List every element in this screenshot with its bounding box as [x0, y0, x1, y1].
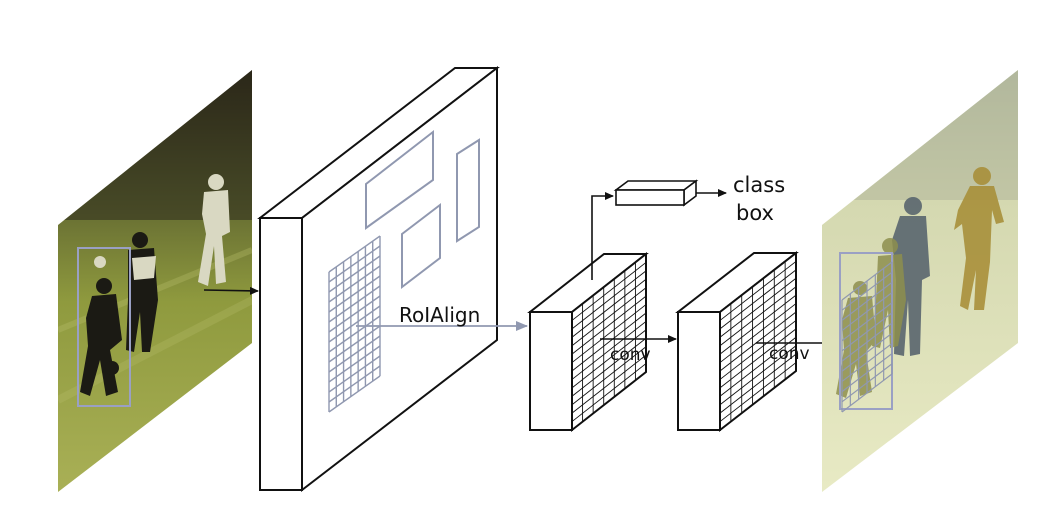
- grid-line: [719, 328, 797, 389]
- grid-line: [841, 281, 893, 321]
- roialign-label: RoIAlign: [399, 303, 480, 327]
- mask-player-3: [836, 238, 906, 398]
- grid-line: [328, 365, 381, 403]
- input-to-backbone-arrow: [203, 286, 259, 295]
- grid-line: [719, 320, 797, 380]
- grid-line: [571, 253, 647, 313]
- class-box-head: [613, 179, 699, 207]
- grid-line: [841, 271, 893, 311]
- branch-to-head-arrow: [591, 192, 614, 280]
- conv-1-label: conv: [610, 345, 651, 365]
- grid-line: [719, 261, 797, 321]
- grid-line: [719, 252, 797, 313]
- grid-line: [571, 262, 647, 321]
- backbone-feature-map: [257, 65, 500, 493]
- grid-line: [841, 342, 893, 382]
- grid-line: [719, 345, 797, 406]
- class-label: class: [733, 173, 785, 197]
- output-roi-grid: [841, 261, 893, 413]
- grid-line: [328, 355, 381, 393]
- grid-line: [571, 321, 647, 380]
- grid-line: [719, 277, 797, 338]
- grid-line: [719, 353, 797, 414]
- grid-line: [841, 322, 893, 362]
- block-1-grid: [571, 253, 647, 431]
- grid-line: [328, 295, 381, 333]
- grid-line: [571, 363, 647, 422]
- block-2-grid: [719, 252, 797, 431]
- grid-line: [719, 286, 797, 347]
- grid-line: [328, 235, 381, 273]
- grid-line: [571, 270, 647, 330]
- roi-feature-grid: [328, 235, 381, 413]
- input-image: [58, 70, 252, 492]
- grid-line: [841, 292, 893, 332]
- grid-line: [328, 275, 381, 313]
- grid-line: [571, 278, 647, 338]
- roi-proposals: [365, 129, 480, 290]
- grid-line: [328, 335, 381, 373]
- grid-line: [719, 370, 797, 431]
- grid-line: [719, 336, 797, 397]
- grid-line: [328, 315, 381, 353]
- grid-line: [571, 304, 647, 363]
- grid-line: [841, 302, 893, 342]
- grid-line: [328, 325, 381, 363]
- grid-line: [328, 345, 381, 383]
- grid-line: [719, 311, 797, 372]
- grid-line: [841, 332, 893, 372]
- grid-line: [571, 371, 647, 431]
- grid-line: [719, 269, 797, 330]
- grid-line: [328, 375, 381, 413]
- grid-line: [328, 255, 381, 293]
- grid-line: [571, 346, 647, 406]
- grid-line: [719, 303, 797, 363]
- output-image: [822, 70, 1018, 492]
- grid-line: [571, 287, 647, 347]
- grid-line: [719, 294, 797, 355]
- grid-line: [841, 353, 893, 393]
- grid-line: [571, 354, 647, 414]
- grid-line: [841, 312, 893, 352]
- grid-line: [328, 305, 381, 343]
- grid-line: [571, 312, 647, 372]
- grid-line: [841, 373, 893, 413]
- grid-line: [841, 363, 893, 403]
- grid-line: [328, 265, 381, 303]
- grid-line: [719, 362, 797, 422]
- grid-line: [328, 285, 381, 323]
- grid-line: [841, 261, 893, 301]
- grid-line: [571, 337, 647, 397]
- box-label: box: [736, 201, 774, 225]
- grid-line: [571, 295, 647, 355]
- conv-2-label: conv: [769, 344, 810, 364]
- mask-player-1: [954, 167, 1004, 310]
- grid-line: [328, 245, 381, 283]
